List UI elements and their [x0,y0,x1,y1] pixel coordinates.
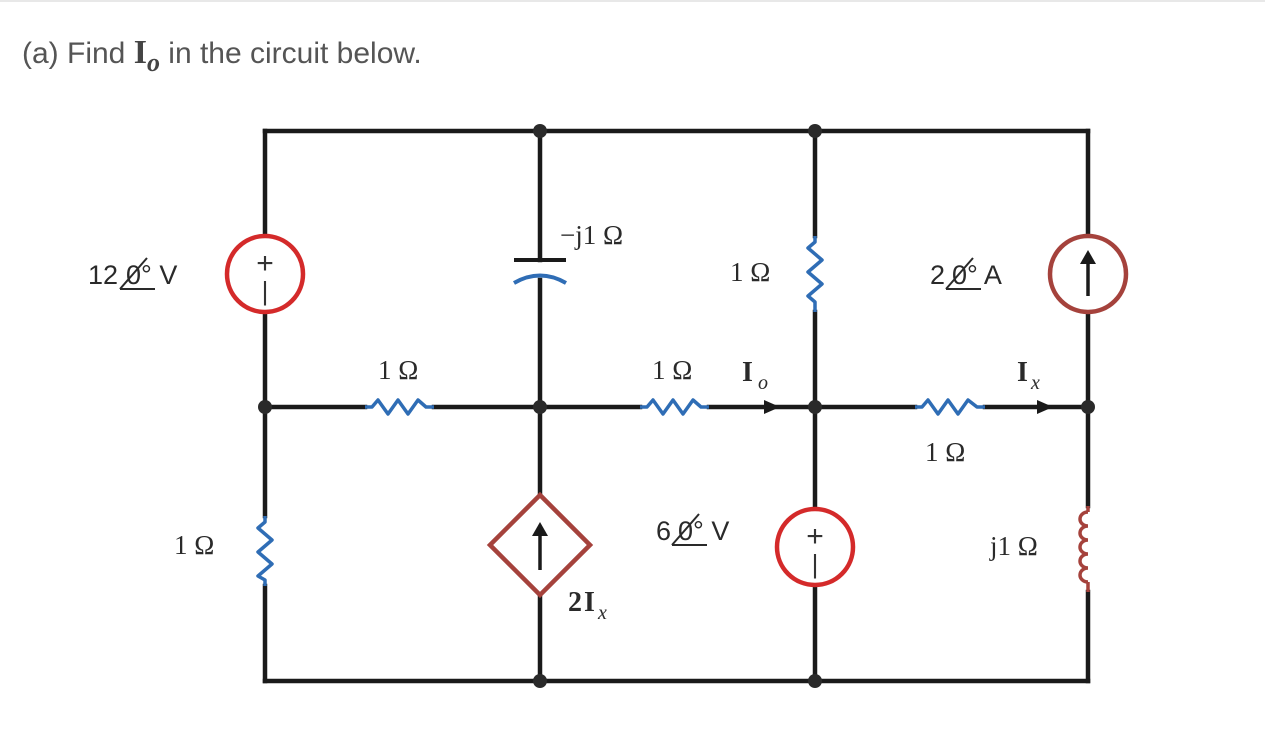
label-io-symbol: I [742,357,753,388]
label-io-subscript: o [758,372,768,394]
label-inductor: j1 Ω [989,531,1038,561]
arrow-right-icon [1037,400,1053,414]
label-6-unit: 0° V [678,516,729,546]
node [1081,400,1095,414]
label-dependent-source: 2 I x [568,587,607,624]
voltage-source-12-circle [224,233,306,315]
label-ix-symbol: I [1017,357,1028,388]
resistor-mid-left [365,398,434,416]
label-current-source-2: 2 0° A [930,257,1002,290]
inductor-coil [1078,510,1089,584]
resistor-io [640,398,709,416]
question-subscript: o [146,48,160,77]
question-prefix: (a) Find [22,37,134,70]
label-voltage-source-12: 12 0° V [88,257,177,290]
voltage-source-6: + | [774,506,856,588]
angle-icon [945,257,974,290]
capacitor [513,258,567,285]
label-12-unit: 0° V [126,260,177,290]
dependent-current-source [486,491,594,599]
voltage-source-12-minus: | [262,276,269,306]
label-dep-coef: 2 [568,587,582,618]
label-resistor-vertical-right: 1 Ω [730,257,770,287]
node [808,124,822,138]
inductor [1078,506,1090,592]
node [808,400,822,414]
label-dep-subscript: x [597,602,607,624]
arrow-up-icon [1080,250,1096,264]
voltage-source-12-plus: + [256,247,274,280]
resistor-ix [915,398,985,416]
label-resistor-left-bottom: 1 Ω [174,530,214,560]
label-6-value: 6 [656,516,671,546]
label-voltage-source-6: 6 0° V [656,513,729,546]
nodes [258,124,1095,688]
angle-icon [119,257,148,290]
label-dep-symbol: I [584,587,595,618]
resistors [256,236,985,586]
voltage-source-6-circle [774,506,856,588]
arrow-right-icon [764,400,780,414]
voltage-source-12: + | [224,233,306,315]
capacitor-plate-bottom [513,273,567,285]
node [533,400,547,414]
voltage-source-6-plus: + [806,520,824,553]
question-symbol: I [133,34,147,71]
node [533,124,547,138]
label-resistor-io: 1 Ω [652,355,692,385]
current-source-2 [1047,233,1129,315]
node [258,400,272,414]
label-current-io: I o [742,357,768,394]
wires [262,128,1091,684]
label-resistor-ix: 1 Ω [925,437,965,467]
label-2-value: 2 [930,260,945,290]
arrow-up-icon [532,522,548,536]
angle-icon [671,513,700,546]
voltage-source-6-minus: | [812,549,819,579]
label-resistor-mid-left: 1 Ω [378,355,418,385]
resistor-left-bottom [256,516,274,586]
top-divider [0,0,1265,2]
question-text: (a) Find Io in the circuit below. [22,34,422,77]
question-suffix: in the circuit below. [159,37,422,70]
label-ix-subscript: x [1030,372,1040,394]
node [533,674,547,688]
label-current-ix: I x [1017,357,1040,394]
resistor-vertical-right [806,236,824,312]
label-2-unit: 0° A [952,260,1002,290]
label-capacitor: −j1 Ω [560,220,623,250]
node [808,674,822,688]
label-12-value: 12 [88,260,118,290]
